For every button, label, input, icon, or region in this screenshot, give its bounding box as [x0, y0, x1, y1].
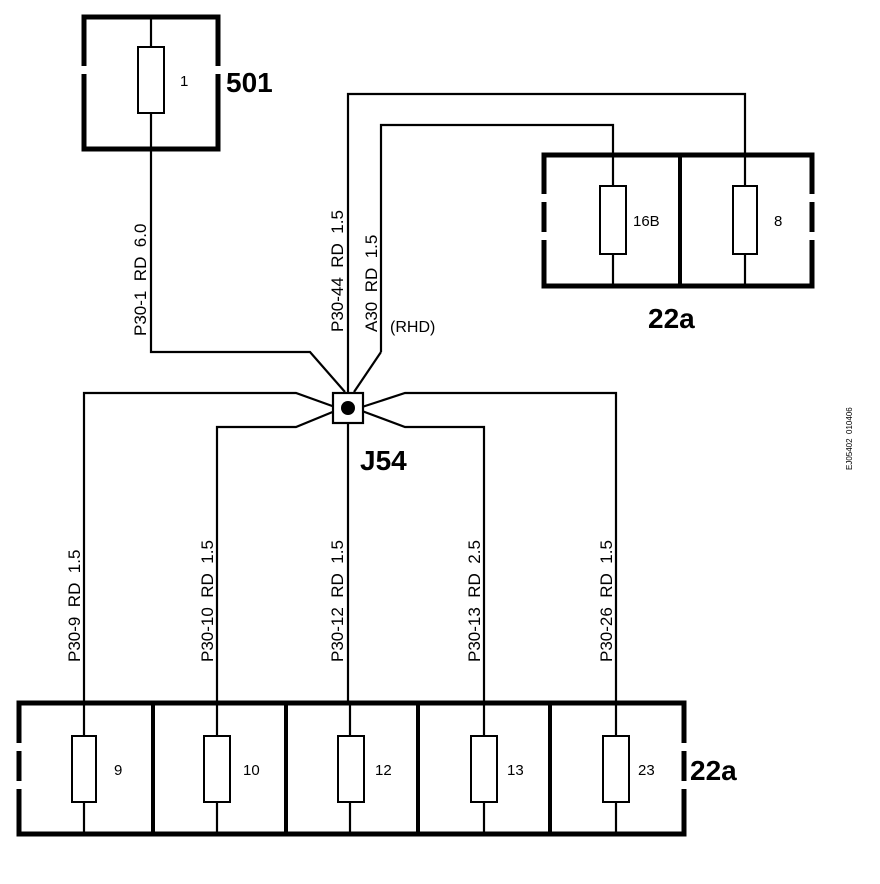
junction-label: J54: [360, 445, 407, 476]
junction-j54: [82, 391, 618, 703]
connector-22a-top-label: 22a: [648, 303, 695, 334]
fuse-23-label: 23: [638, 762, 655, 779]
wire-label-p30-1: P30-1 RD 6.0: [131, 224, 150, 336]
fuse-1: [137, 46, 165, 114]
fuse-9: [71, 735, 97, 803]
fuse-12: [337, 735, 365, 803]
fuse-13-label: 13: [507, 762, 524, 779]
fuse-10-label: 10: [243, 762, 260, 779]
wire-label-p30-12: P30-12 RD 1.5: [328, 540, 347, 662]
fuse-13: [470, 735, 498, 803]
figure-id: EJ05402 010406: [845, 407, 854, 470]
fuse-10: [203, 735, 231, 803]
connector-22a-bottom-label: 22a: [690, 755, 737, 786]
fuse-8: [732, 185, 758, 255]
fuse-1-label: 1: [180, 73, 188, 90]
wire-label-a30: A30 RD 1.5: [362, 235, 381, 332]
fuse-16b-label: 16B: [633, 213, 660, 230]
wire-label-p30-13: P30-13 RD 2.5: [465, 540, 484, 662]
connector-501-label: 501: [226, 67, 273, 98]
wire-p30-44: [346, 92, 747, 392]
connector-501: [80, 14, 222, 152]
fuse-9-label: 9: [114, 762, 122, 779]
upper-wires: [149, 92, 747, 393]
junction-dot: [341, 401, 355, 415]
wire-label-p30-26: P30-26 RD 1.5: [597, 540, 616, 662]
wire-label-p30-9: P30-9 RD 1.5: [65, 550, 84, 662]
wire-p30-1: [149, 149, 346, 393]
wire-label-p30-44: P30-44 RD 1.5: [328, 210, 347, 332]
wire-label-p30-10: P30-10 RD 1.5: [198, 540, 217, 662]
wire-a30: [379, 123, 615, 352]
connector-22a-bottom: [14, 700, 689, 837]
fuse-16b: [599, 185, 627, 255]
fuse-23: [602, 735, 630, 803]
fuse-12-label: 12: [375, 762, 392, 779]
connector-22a-top: [539, 152, 817, 289]
fuse-8-label: 8: [774, 213, 782, 230]
rhd-note: (RHD): [390, 319, 435, 336]
